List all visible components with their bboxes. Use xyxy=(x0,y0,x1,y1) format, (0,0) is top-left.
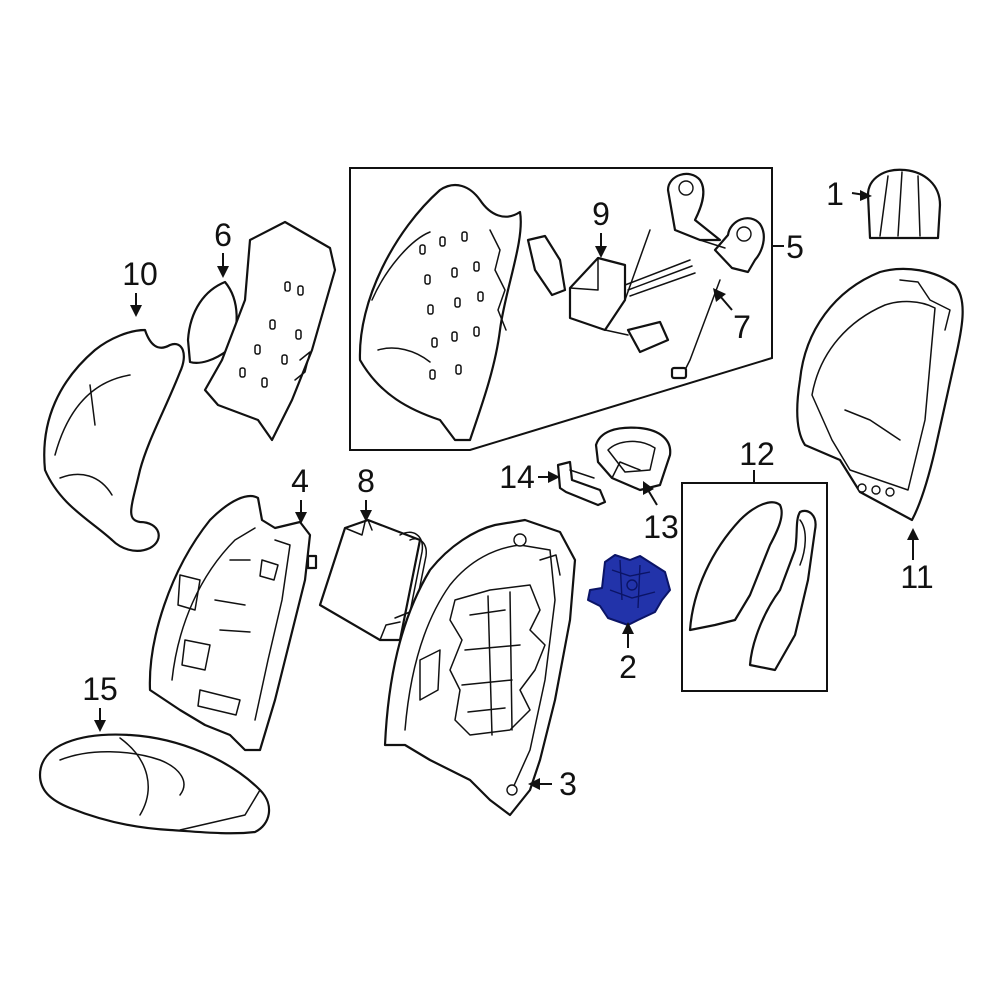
part-15-seat-cover xyxy=(38,733,271,835)
part-14-bracket xyxy=(556,460,607,507)
part-10-back-cover xyxy=(43,328,185,552)
part-13-trim-cover xyxy=(594,426,672,492)
part-7-brackets xyxy=(666,172,765,380)
part-seatback-pad xyxy=(358,183,522,442)
callout-1: 1 xyxy=(826,176,844,212)
callout-6: 6 xyxy=(214,217,232,253)
callout-9: 9 xyxy=(592,196,610,232)
callout-7: 7 xyxy=(733,309,751,345)
callout-5: 5 xyxy=(786,229,804,265)
part-1-headrest xyxy=(866,168,942,240)
part-11-back-shell xyxy=(796,267,964,522)
part-3-seat-frame xyxy=(383,518,577,817)
callout-14: 14 xyxy=(499,459,535,495)
callout-2: 2 xyxy=(619,649,637,685)
part-6-back-panel xyxy=(186,220,337,442)
callout-3: 3 xyxy=(559,766,577,802)
callout-labels: 1 2 3 4 5 6 7 8 9 10 11 12 13 14 15 xyxy=(82,176,933,802)
part-12-group-box xyxy=(681,470,828,692)
callout-8: 8 xyxy=(357,463,375,499)
part-5-group-box xyxy=(349,167,784,451)
callout-10: 10 xyxy=(122,256,158,292)
callout-13: 13 xyxy=(643,509,679,545)
callout-15: 15 xyxy=(82,671,118,707)
part-2-recliner-highlighted xyxy=(587,554,671,626)
part-9-heater-module xyxy=(526,229,696,354)
callout-11: 11 xyxy=(900,559,933,595)
leader-lines xyxy=(94,190,919,790)
callout-4: 4 xyxy=(291,463,309,499)
callout-12: 12 xyxy=(739,436,775,472)
part-4-back-frame xyxy=(148,494,318,752)
